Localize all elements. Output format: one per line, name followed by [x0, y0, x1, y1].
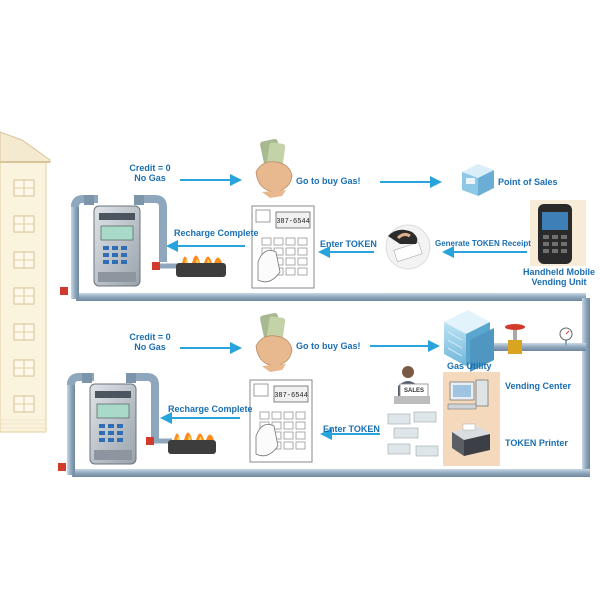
token-printer-label: TOKEN Printer	[505, 438, 568, 448]
bottom-buy-label: Go to buy Gas!	[296, 341, 361, 351]
receipt-label: Generate TOKEN Receipt	[435, 239, 531, 248]
keypad-icon	[251, 205, 315, 289]
top-red-valve	[60, 287, 68, 295]
gauge-icon	[559, 327, 573, 346]
bottom-status-credit: Credit = 0	[129, 332, 171, 342]
top-main-pipe	[76, 293, 586, 301]
gas-meter-icon	[93, 205, 141, 287]
top-buy-label: Go to buy Gas!	[296, 176, 361, 186]
bottom-enter-label: Enter TOKEN	[323, 424, 380, 434]
house-icon	[0, 131, 51, 433]
handheld-device-icon	[530, 200, 586, 266]
handheld-label: Handheld Mobile Vending Unit	[518, 267, 600, 287]
money-hand-icon	[255, 138, 293, 198]
bottom-status-gas: No Gas	[134, 342, 166, 352]
vending-center-label: Vending Center	[505, 381, 572, 391]
top-left-pipe-riser	[71, 203, 79, 299]
utility-label: Gas Utility	[447, 361, 492, 371]
pos-terminal-icon	[462, 164, 494, 196]
money-hand-icon	[255, 312, 293, 372]
top-status-gas: No Gas	[134, 173, 166, 183]
valve-icon	[505, 324, 525, 354]
right-riser-pipe	[582, 298, 590, 473]
burner-icon	[168, 432, 216, 454]
handheld-label-line2: Vending Unit	[531, 277, 587, 287]
card-hand-icon	[385, 224, 431, 270]
token-printer-icon	[452, 423, 490, 456]
token-slips-icon	[387, 411, 439, 457]
computer-icon	[447, 379, 489, 410]
gas-meter-icon	[89, 383, 137, 465]
top-enter-label: Enter TOKEN	[320, 239, 377, 249]
sales-sign: SALES	[404, 388, 424, 394]
top-recharge-label: Recharge Complete	[174, 228, 259, 238]
keypad-icon	[249, 379, 313, 463]
keypad-display-top: 387-6544	[276, 218, 310, 226]
bottom-pipe-network	[58, 343, 590, 477]
flow-arrows	[160, 174, 527, 440]
bottom-status: Credit = 0 No Gas	[120, 332, 180, 352]
utility-pipe	[490, 343, 586, 351]
handheld-label-line1: Handheld Mobile	[523, 267, 595, 277]
cashier-icon	[394, 366, 430, 404]
top-pipe-network	[60, 195, 590, 473]
top-status-credit: Credit = 0	[129, 163, 171, 173]
bottom-main-pipe	[72, 469, 590, 477]
bottom-recharge-label: Recharge Complete	[168, 404, 253, 414]
keypad-display-bottom: 387-6544	[274, 392, 308, 400]
burner-icon	[176, 255, 226, 277]
gas-utility-building-icon	[444, 310, 494, 372]
pos-label: Point of Sales	[498, 177, 558, 187]
top-status: Credit = 0 No Gas	[120, 163, 180, 183]
